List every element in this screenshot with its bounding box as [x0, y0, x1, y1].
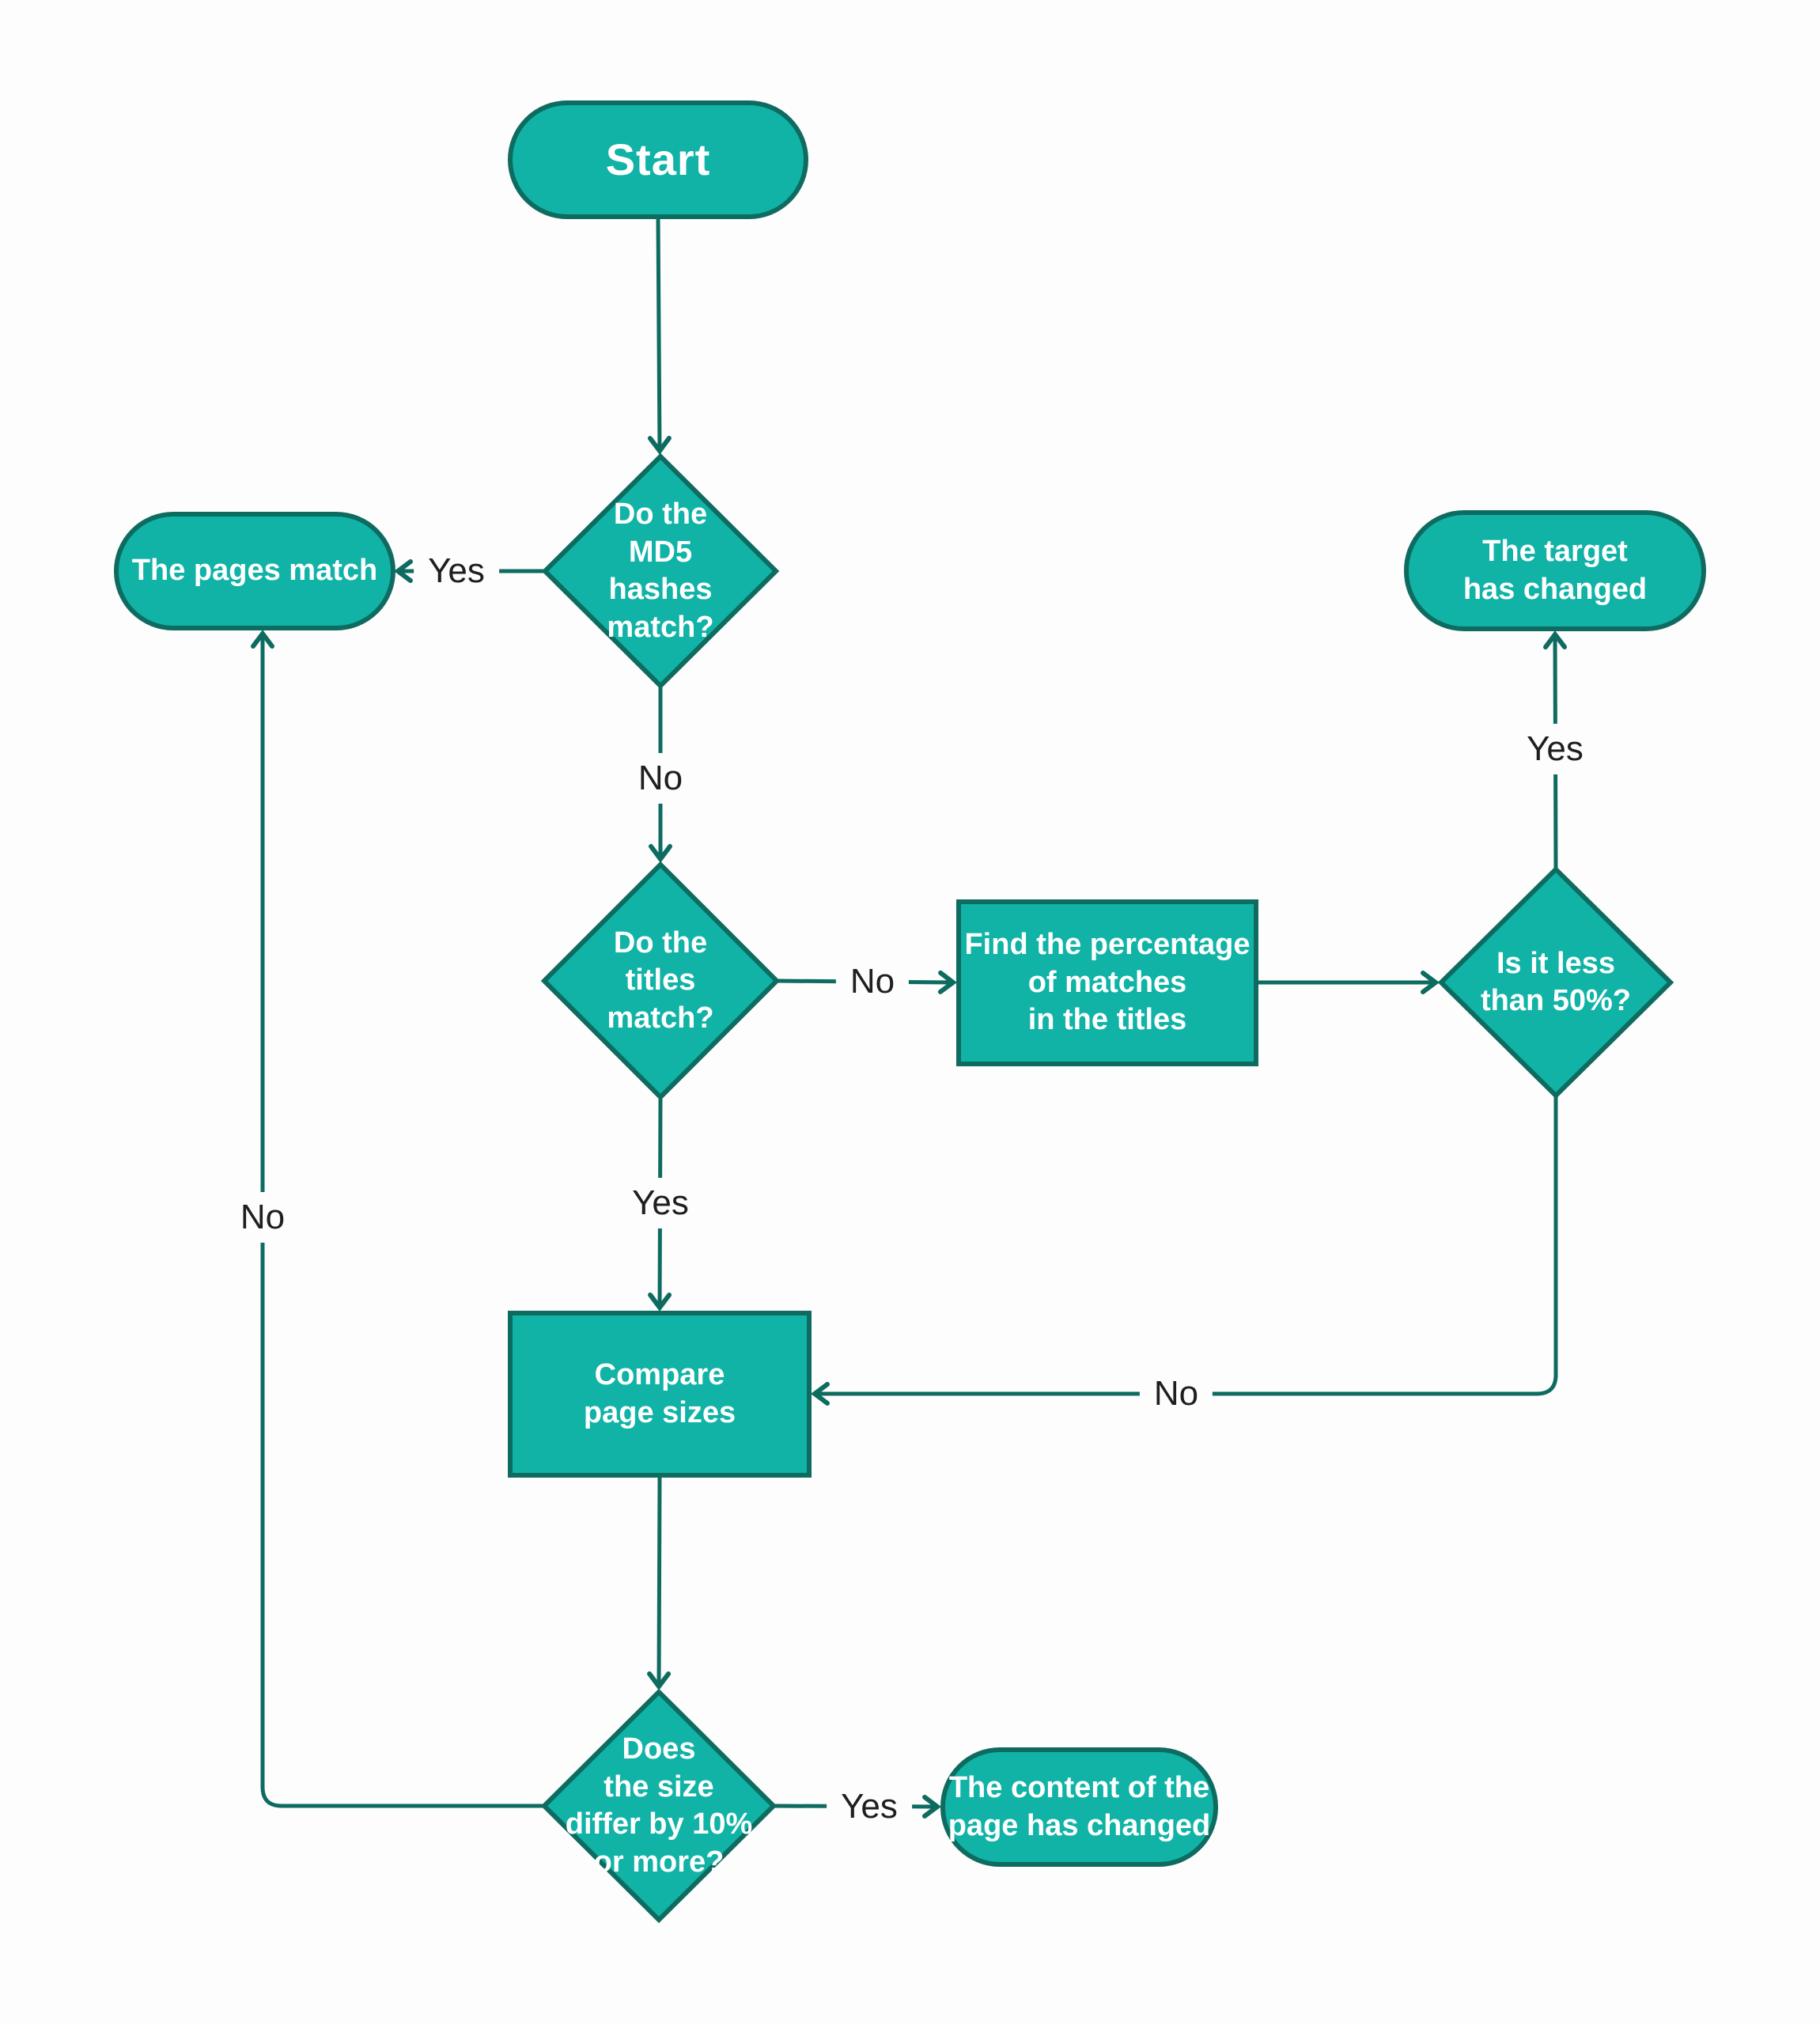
edge-titles-no-to-find-percentage — [776, 970, 957, 994]
node-start — [508, 100, 808, 219]
node-pages-match — [114, 512, 395, 630]
node-target-changed — [1404, 510, 1706, 631]
node-less-than-50-decision — [1437, 865, 1674, 1100]
node-compare-sizes — [508, 1311, 812, 1478]
node-md5-hashes-decision — [541, 452, 780, 690]
edge-start-to-md5 — [647, 216, 672, 455]
node-size-differs-decision — [540, 1688, 778, 1924]
edge-size-yes-to-content-changed — [773, 1794, 941, 1819]
edge-size-no-to-pages-match — [251, 630, 544, 1808]
node-find-percentage — [956, 899, 1258, 1066]
edge-less50-no-to-compare-sizes — [811, 1096, 1558, 1406]
node-content-changed — [940, 1747, 1218, 1867]
edge-compare-sizes-to-size-differs — [647, 1474, 672, 1690]
node-titles-decision — [540, 861, 781, 1101]
edge-less50-yes-to-target-changed — [1543, 630, 1568, 870]
